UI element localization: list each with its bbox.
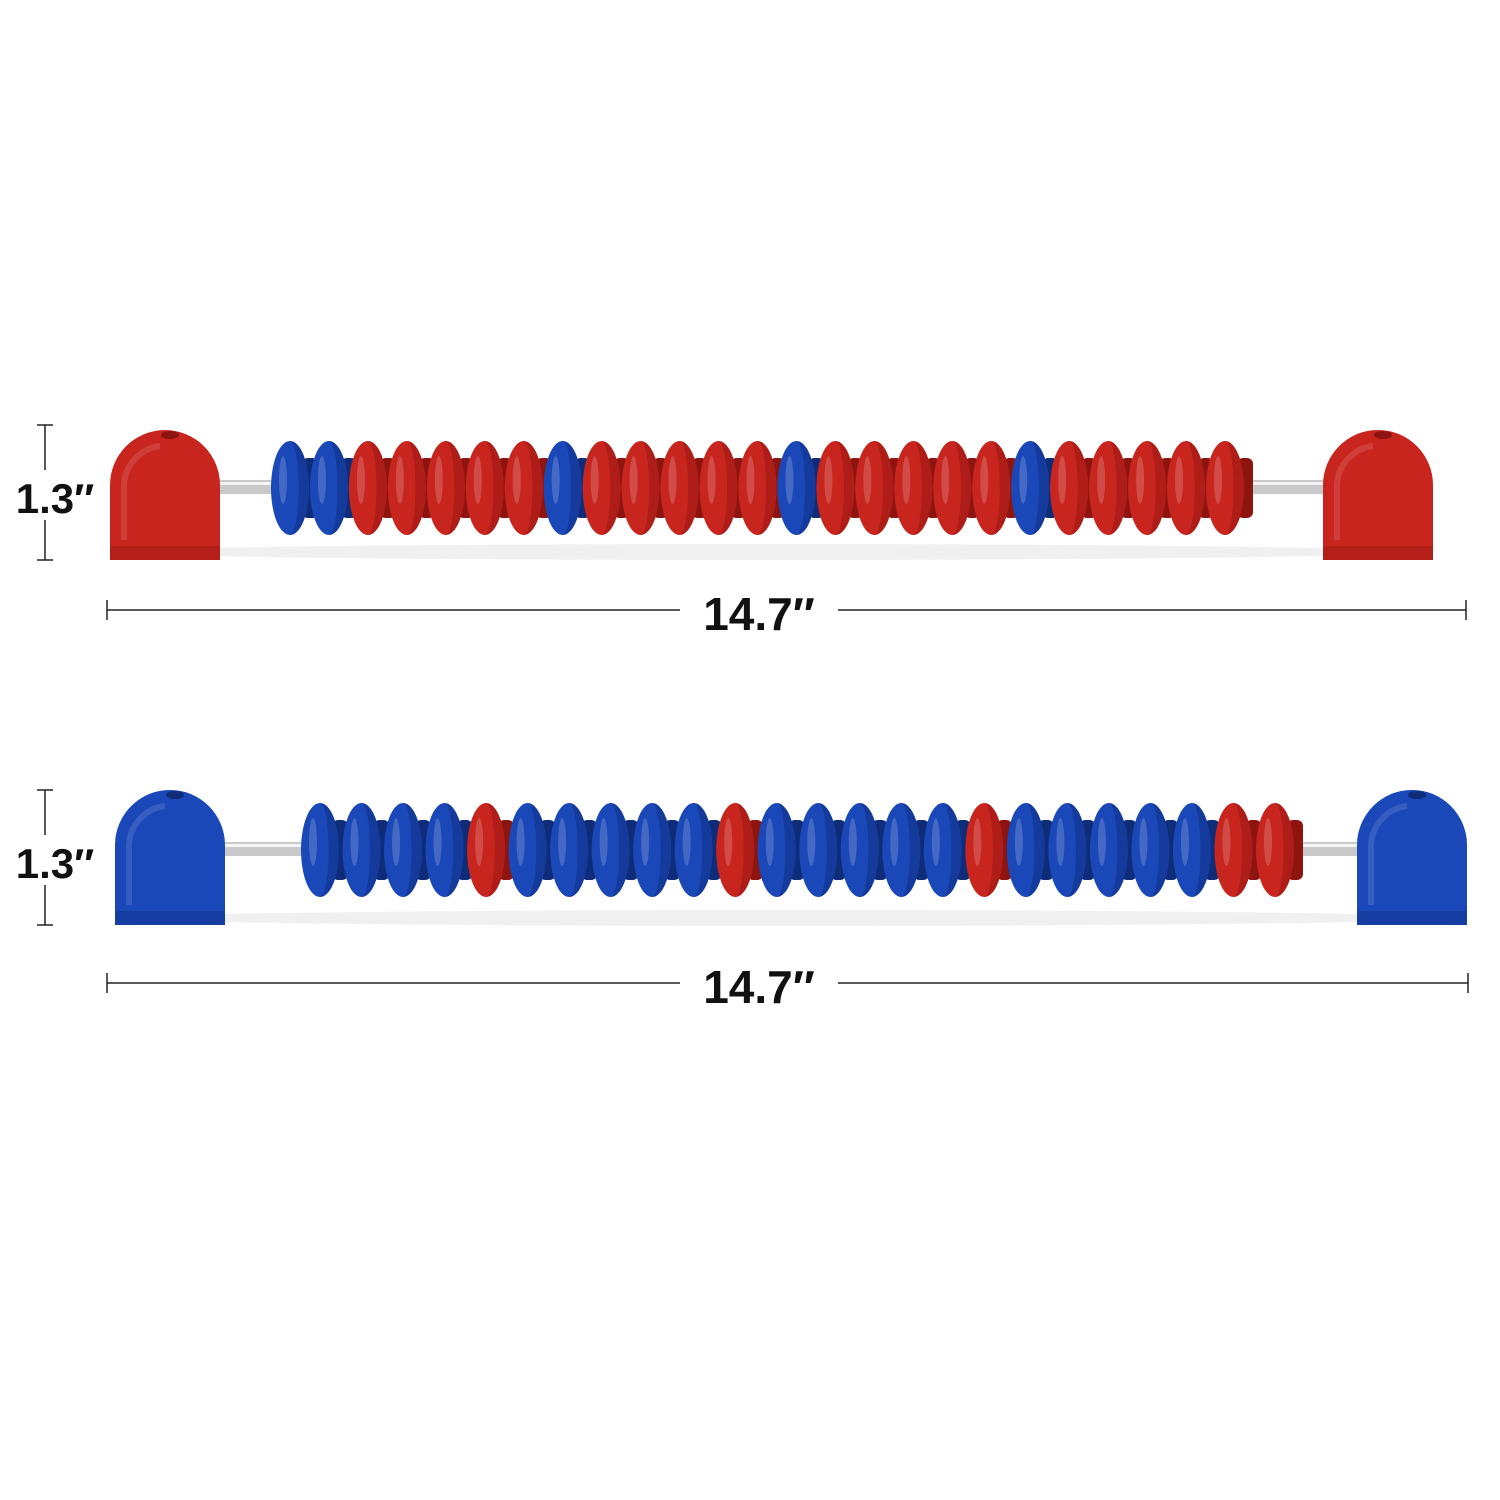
bead-blue [757, 803, 805, 897]
bead-blue [923, 803, 971, 897]
shadow [120, 544, 1400, 560]
bead-blue [799, 803, 847, 897]
end-cap-shade [115, 911, 225, 925]
bead-blue [508, 803, 556, 897]
height-label: 1.3″ [16, 840, 95, 887]
height-dimension: 1.3″ [0, 789, 110, 926]
bead-blue [425, 803, 473, 897]
bead-blue [633, 803, 681, 897]
top-counter: 1.3″ 14.7″ [0, 424, 1467, 640]
peg-hole [1408, 791, 1426, 799]
bottom-counter: 1.3″ 14.7″ [0, 789, 1469, 1013]
bead-blue [1006, 803, 1054, 897]
bead-red [1214, 803, 1262, 897]
length-label: 14.7″ [703, 961, 815, 1013]
bead-blue [301, 803, 348, 897]
end-cap-highlight [1368, 803, 1408, 905]
bead-row [271, 441, 1253, 535]
bead-blue [1048, 803, 1096, 897]
right-end-cap [1323, 430, 1433, 560]
bead-red [738, 441, 786, 535]
end-cap-highlight [126, 803, 166, 905]
bead-blue [550, 803, 598, 897]
end-cap-body [1357, 790, 1467, 925]
bead-blue [840, 803, 888, 897]
bead-red [1206, 441, 1253, 535]
bead-red [965, 803, 1013, 897]
height-label: 1.3″ [16, 475, 95, 522]
bead-blue [384, 803, 432, 897]
bead-blue [342, 803, 390, 897]
peg-hole [166, 791, 184, 799]
end-cap-highlight [1334, 443, 1374, 540]
length-dimension: 14.7″ [106, 961, 1469, 1013]
end-cap-body [1323, 430, 1433, 560]
bead-red [716, 803, 764, 897]
end-cap-highlight [121, 443, 161, 540]
bead-red [467, 803, 515, 897]
length-dimension: 14.7″ [106, 588, 1467, 640]
bead-blue [1172, 803, 1220, 897]
end-cap-body [115, 790, 225, 925]
bead-red [621, 441, 669, 535]
right-end-cap [1357, 790, 1467, 925]
peg-hole [161, 431, 179, 439]
shadow [140, 910, 1440, 926]
bead-red [699, 441, 747, 535]
length-label: 14.7″ [703, 588, 815, 640]
bead-red [1050, 441, 1098, 535]
end-cap-shade [1323, 546, 1433, 560]
height-dimension: 1.3″ [0, 424, 110, 561]
bead-blue [1131, 803, 1179, 897]
peg-hole [1374, 431, 1392, 439]
end-cap-body [110, 430, 220, 560]
bead-blue [674, 803, 722, 897]
bead-blue [271, 441, 318, 535]
bead-blue [882, 803, 930, 897]
bead-blue [591, 803, 639, 897]
bead-blue [1011, 441, 1059, 535]
end-cap-shade [110, 546, 220, 560]
end-cap-shade [1357, 911, 1467, 925]
left-end-cap [110, 430, 220, 560]
left-end-cap [115, 790, 225, 925]
bead-red [1256, 803, 1303, 897]
bead-row [301, 803, 1303, 897]
bead-blue [1089, 803, 1137, 897]
